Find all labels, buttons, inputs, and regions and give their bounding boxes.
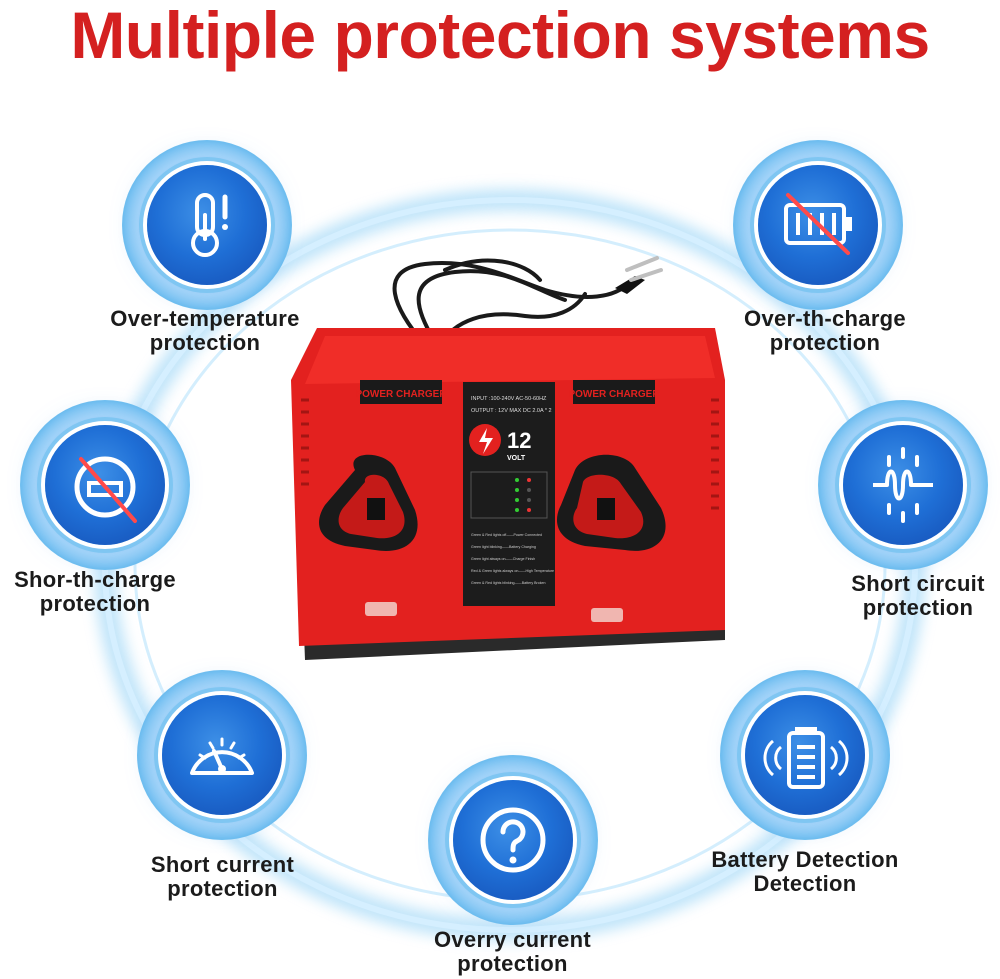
over-charge-node (733, 140, 903, 310)
input-spec: INPUT :100-240V AC-50-60HZ (471, 396, 547, 402)
battery-detection-icon (763, 727, 849, 789)
thermometer-icon (191, 193, 228, 257)
legend-line-1: Green & Red lights off——Power Connected (471, 533, 542, 537)
short-circuit-icon (873, 447, 933, 523)
short-circuit-node (818, 400, 988, 570)
overry-current-node (428, 755, 598, 925)
output-spec: OUTPUT : 12V MAX DC 2.0A * 2 (471, 408, 552, 414)
plug-icon (615, 256, 663, 294)
short-charge-node (20, 400, 190, 570)
brand-left: POWER CHARGER (355, 389, 447, 400)
over-temperature-node (122, 140, 292, 310)
voltage-unit: VOLT (507, 455, 526, 462)
question-mark-icon (480, 807, 546, 873)
indicator-left (365, 602, 397, 616)
bolt-icon (479, 428, 493, 454)
indicator-right (591, 608, 623, 622)
legend-line-3: Green light always on——Charge Finish (471, 557, 535, 561)
legend-line-2: Green light blinking——Battery Charging (471, 545, 536, 549)
status-leds (515, 478, 531, 512)
legend-line-4: Red & Green lights always on——High Tempe… (471, 569, 554, 573)
gauge-icon (190, 737, 254, 775)
page-title: Multiple protection systems (70, 0, 930, 72)
legend-line-5: Green & Red lights blinking——Battery Bro… (471, 581, 546, 585)
voltage-value: 12 (507, 428, 531, 453)
short-charge-icon (74, 456, 137, 523)
power-cord (392, 258, 632, 347)
dual-charger-image: POWER CHARGER POWER CHARGER INPUT :100-2… (291, 256, 725, 660)
battery-overcharge-icon (784, 193, 852, 255)
battery-slot-left (319, 454, 418, 551)
battery-detection-node (720, 670, 890, 840)
battery-slot-right (556, 454, 666, 551)
brand-right: POWER CHARGER (568, 389, 660, 400)
short-current-node (137, 670, 307, 840)
